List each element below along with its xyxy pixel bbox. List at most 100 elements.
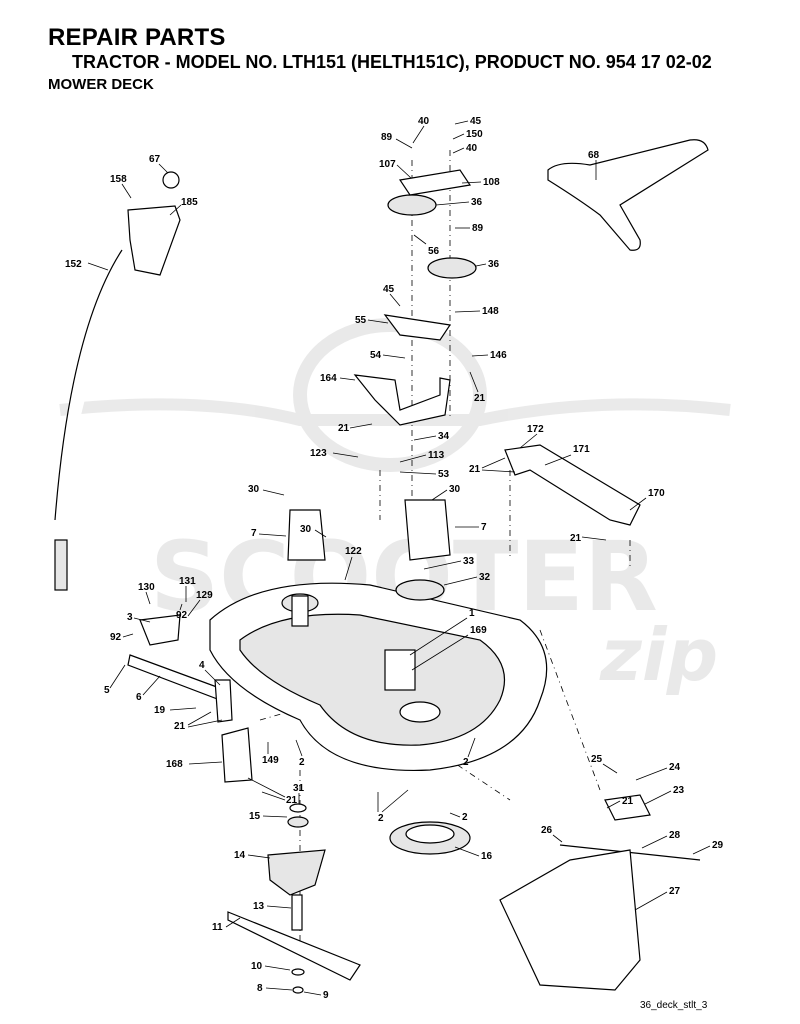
callout-25: 25 — [591, 754, 603, 765]
callout-89: 89 — [381, 132, 393, 143]
callout-113: 113 — [428, 450, 445, 461]
callout-150: 150 — [466, 129, 483, 140]
callout-2: 2 — [299, 757, 305, 768]
callout-30: 30 — [248, 484, 260, 495]
figure-id: 36_deck_stlt_3 — [640, 1000, 708, 1011]
callout-148: 148 — [482, 306, 499, 317]
callout-45: 45 — [470, 116, 482, 127]
callout-67: 67 — [149, 154, 161, 165]
callout-107: 107 — [379, 159, 396, 170]
callout-16: 16 — [481, 851, 493, 862]
callout-19: 19 — [154, 705, 166, 716]
callout-168: 168 — [166, 759, 183, 770]
model-subtitle: TRACTOR - MODEL NO. LTH151 (HELTH151C), … — [72, 52, 712, 72]
callout-21: 21 — [622, 796, 634, 807]
callout-170: 170 — [648, 488, 665, 499]
deck-links — [287, 499, 451, 561]
idler-bracket — [353, 314, 452, 426]
tractor-pulleys — [387, 169, 477, 601]
callout-92: 92 — [176, 610, 188, 621]
callout-36: 36 — [471, 197, 483, 208]
deck-housing — [209, 582, 548, 772]
callout-54: 54 — [370, 350, 382, 361]
callout-40: 40 — [466, 143, 478, 154]
callout-92: 92 — [110, 632, 122, 643]
callout-21: 21 — [174, 721, 186, 732]
callout-7: 7 — [481, 522, 487, 533]
callout-labels: 40 45 89 150 40 107 108 36 89 56 68 36 6… — [65, 116, 724, 1001]
callout-4: 4 — [199, 660, 205, 671]
callout-13: 13 — [253, 901, 265, 912]
callout-30: 30 — [449, 484, 461, 495]
callout-123: 123 — [310, 448, 327, 459]
section-heading: MOWER DECK — [48, 76, 154, 93]
spindle-guard-ring — [389, 821, 471, 855]
callout-164: 164 — [320, 373, 337, 384]
callout-30: 30 — [300, 524, 312, 535]
callout-130: 130 — [138, 582, 155, 593]
callout-21: 21 — [338, 423, 350, 434]
callout-2: 2 — [463, 757, 469, 768]
callout-36: 36 — [488, 259, 500, 270]
callout-172: 172 — [527, 424, 544, 435]
drive-belt — [547, 139, 709, 251]
watermark-ring — [293, 318, 487, 472]
callout-24: 24 — [669, 762, 681, 773]
callout-21: 21 — [474, 393, 486, 404]
lift-handle-assembly — [54, 171, 181, 591]
callout-171: 171 — [573, 444, 590, 455]
lower-spindle-stack — [227, 803, 361, 994]
callout-108: 108 — [483, 177, 500, 188]
callout-32: 32 — [479, 572, 491, 583]
callout-122: 122 — [345, 546, 362, 557]
callout-34: 34 — [438, 431, 450, 442]
callout-2: 2 — [462, 812, 468, 823]
callout-45: 45 — [383, 284, 395, 295]
callout-27: 27 — [669, 886, 681, 897]
callout-28: 28 — [669, 830, 681, 841]
height-adjust-arm — [127, 614, 253, 783]
callout-53: 53 — [438, 469, 450, 480]
watermark-script: zip — [599, 613, 718, 697]
callout-29: 29 — [712, 840, 724, 851]
mulch-chute-assembly — [499, 794, 701, 991]
callout-21: 21 — [570, 533, 582, 544]
callout-23: 23 — [673, 785, 685, 796]
callout-56: 56 — [428, 246, 440, 257]
callout-146: 146 — [490, 350, 507, 361]
blade-spindle-left — [281, 593, 319, 627]
callout-11: 11 — [212, 922, 223, 933]
callout-31: 31 — [293, 783, 305, 794]
callout-10: 10 — [251, 961, 263, 972]
callout-152: 152 — [65, 259, 82, 270]
callout-21: 21 — [286, 795, 298, 806]
callout-9: 9 — [323, 990, 329, 1001]
callout-55: 55 — [355, 315, 367, 326]
callout-68: 68 — [588, 150, 600, 161]
callout-8: 8 — [257, 983, 263, 994]
callout-15: 15 — [249, 811, 261, 822]
callout-6: 6 — [136, 692, 142, 703]
watermark-bar — [59, 398, 731, 426]
page-title: REPAIR PARTS — [48, 24, 226, 51]
front-hanger-bracket — [504, 444, 641, 526]
callout-26: 26 — [541, 825, 553, 836]
callout-3: 3 — [127, 612, 133, 623]
callout-129: 129 — [196, 590, 213, 601]
callout-149: 149 — [262, 755, 279, 766]
callout-21: 21 — [469, 464, 481, 475]
callout-185: 185 — [181, 197, 198, 208]
callout-14: 14 — [234, 850, 246, 861]
callout-5: 5 — [104, 685, 110, 696]
callout-40: 40 — [418, 116, 430, 127]
callout-2: 2 — [378, 813, 384, 824]
callout-89: 89 — [472, 223, 484, 234]
callout-1: 1 — [469, 608, 475, 619]
callout-158: 158 — [110, 174, 127, 185]
callout-33: 33 — [463, 556, 475, 567]
callout-7: 7 — [251, 528, 257, 539]
callout-131: 131 — [179, 576, 196, 587]
callout-169: 169 — [470, 625, 487, 636]
watermark: SCOOTER zip — [59, 318, 731, 697]
